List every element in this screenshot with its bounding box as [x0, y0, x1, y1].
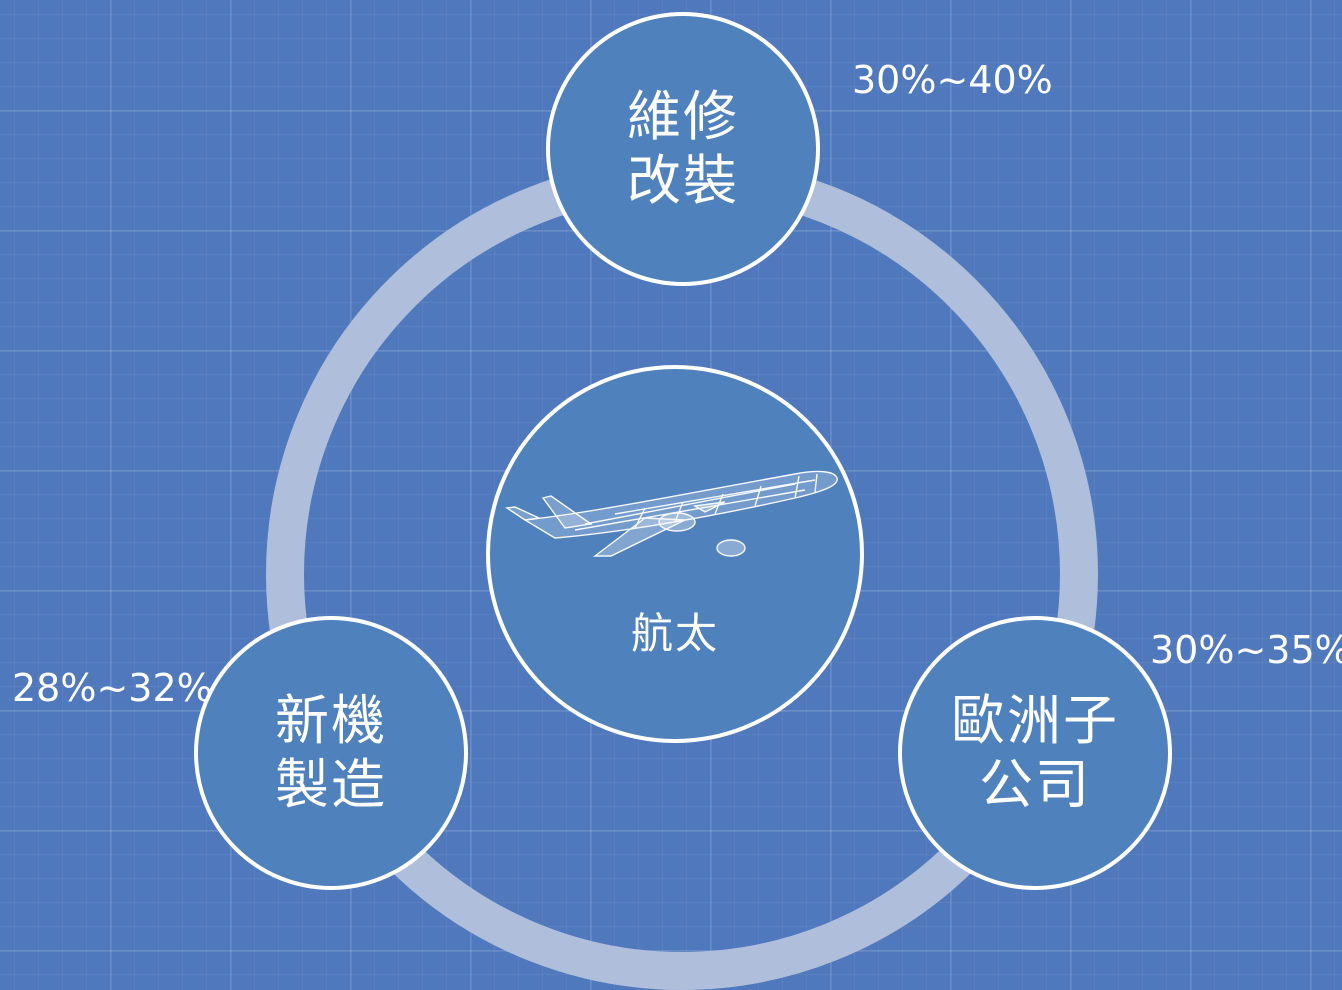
share-new-aircraft: 28%~32% — [12, 666, 213, 710]
node-maintenance: 維修改裝 — [546, 12, 820, 286]
node-aerospace: 航太 — [486, 365, 864, 743]
node-new-aircraft: 新機製造 — [194, 616, 468, 890]
node-europe-subsidiary-label: 歐洲子公司 — [951, 689, 1119, 816]
node-new-aircraft-label: 新機製造 — [275, 689, 387, 816]
airplane-icon — [505, 470, 838, 557]
node-europe-subsidiary: 歐洲子公司 — [898, 616, 1172, 890]
node-aerospace-label: 航太 — [630, 608, 719, 658]
cycle-diagram: 維修改裝 新機製造 歐洲子公司 — [12, 12, 1342, 990]
share-europe-subsidiary: 30%~35% — [1150, 628, 1342, 672]
node-maintenance-label: 維修改裝 — [627, 85, 739, 212]
share-maintenance: 30%~40% — [852, 58, 1053, 102]
